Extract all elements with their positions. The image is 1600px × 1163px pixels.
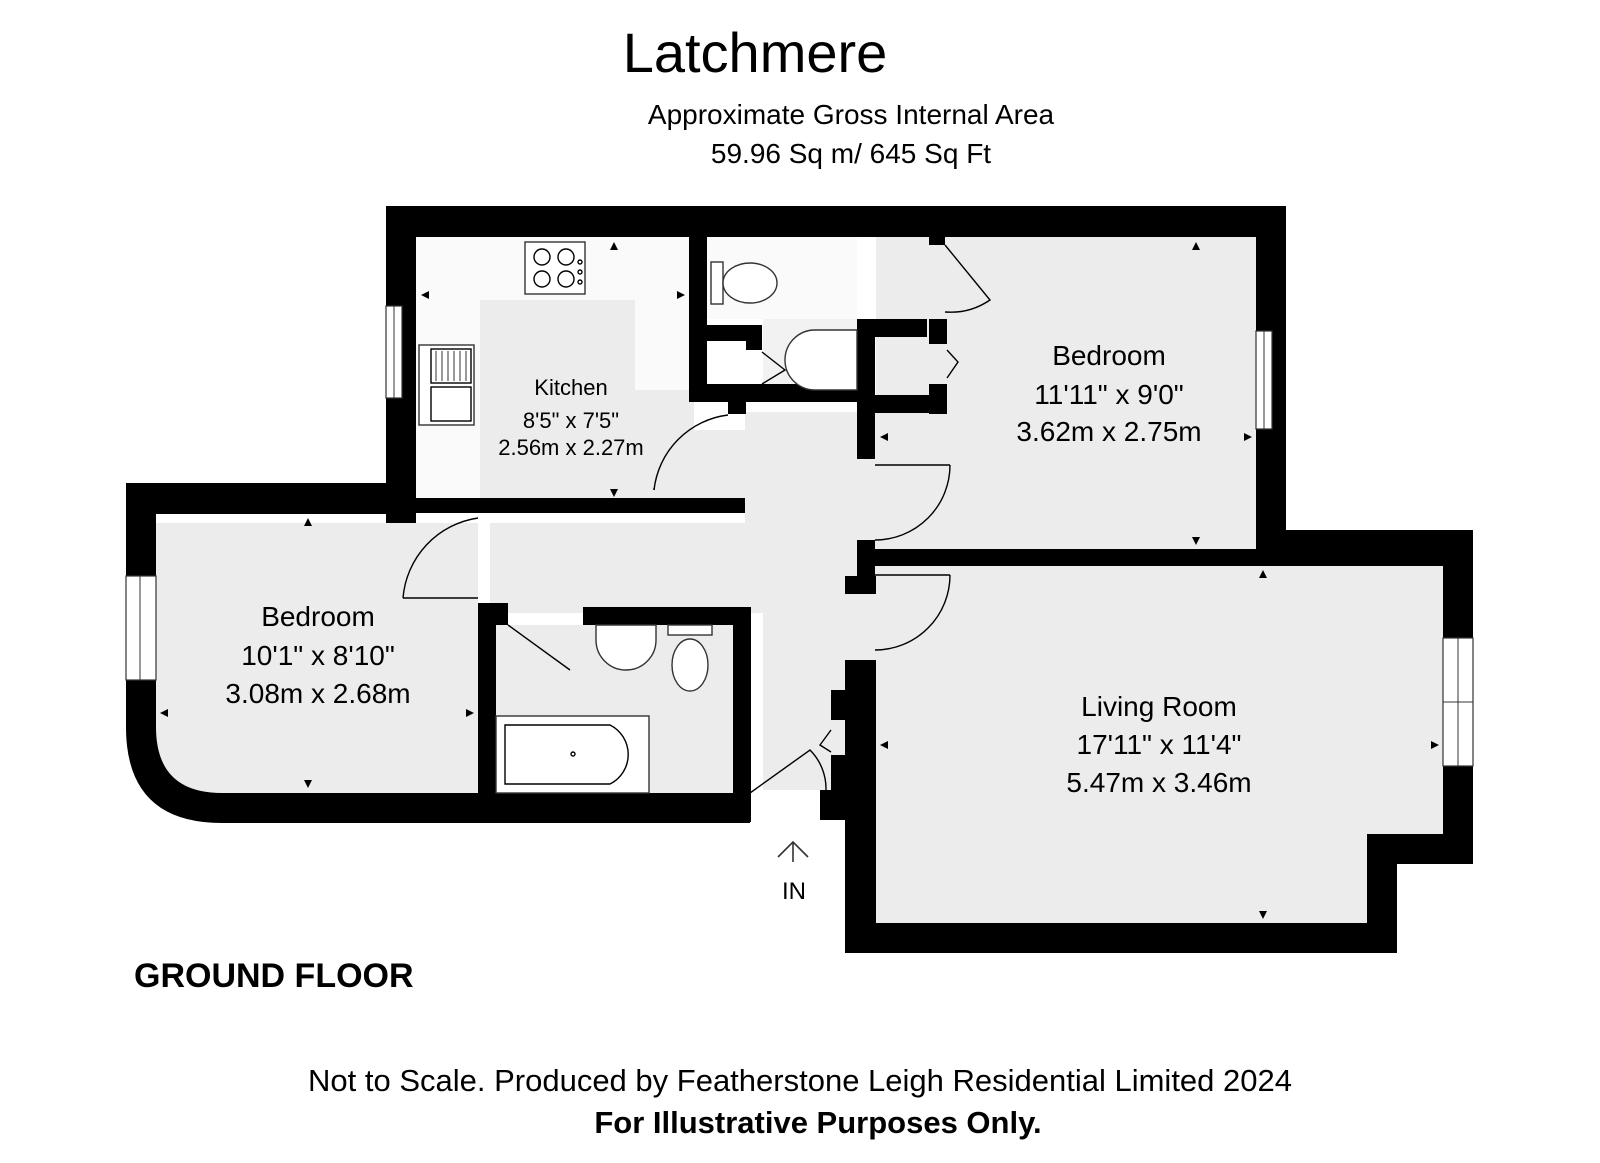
room-living: Living Room 17'11" x 11'4" 5.47m x 3.46m [1066, 691, 1251, 798]
walls [126, 206, 1473, 953]
toilet-icon [710, 261, 724, 305]
toilet-icon-2 [667, 624, 713, 636]
kitchen-sink-icon [418, 344, 475, 426]
dimension-markers [160, 242, 1439, 919]
bedroom-1-name: Bedroom [1052, 340, 1166, 371]
room-bedroom-2: Bedroom 10'1" x 8'10" 3.08m x 2.68m [225, 601, 410, 709]
bedroom-1-metric: 3.62m x 2.75m [1016, 416, 1201, 447]
area-line-1: Approximate Gross Internal Area [648, 99, 1055, 130]
room-kitchen: Kitchen 8'5" x 7'5" 2.56m x 2.27m [498, 375, 644, 460]
living-room-metric: 5.47m x 3.46m [1066, 767, 1251, 798]
bedroom-2-metric: 3.08m x 2.68m [225, 678, 410, 709]
bedroom-1-imperial: 11'11" x 9'0" [1034, 379, 1183, 410]
footer-credit: Not to Scale. Produced by Featherstone L… [308, 1063, 1292, 1098]
area-line-2: 59.96 Sq m/ 645 Sq Ft [711, 138, 991, 169]
bedroom-2-imperial: 10'1" x 8'10" [241, 640, 395, 671]
room-bedroom-1: Bedroom 11'11" x 9'0" 3.62m x 2.75m [1016, 340, 1201, 447]
basin-icon [784, 329, 858, 391]
living-room-imperial: 17'11" x 11'4" [1077, 729, 1242, 760]
kitchen-imperial: 8'5" x 7'5" [523, 408, 619, 433]
bath-icon [495, 715, 650, 794]
entrance-marker: IN [777, 840, 809, 905]
fixtures [418, 241, 858, 794]
arrow-up-icon [777, 840, 809, 862]
entrance-label: IN [782, 878, 806, 905]
windows [125, 305, 1474, 767]
floor-label: GROUND FLOOR [134, 957, 414, 995]
doors [402, 244, 992, 794]
hob-icon [524, 241, 586, 295]
kitchen-metric: 2.56m x 2.27m [498, 435, 644, 460]
kitchen-name: Kitchen [534, 375, 607, 400]
footer-disclaimer: For Illustrative Purposes Only. [594, 1105, 1041, 1140]
living-room-name: Living Room [1081, 691, 1237, 722]
bedroom-2-name: Bedroom [261, 601, 375, 632]
plan-title: Latchmere [623, 21, 888, 84]
basin-icon-2 [595, 624, 657, 671]
